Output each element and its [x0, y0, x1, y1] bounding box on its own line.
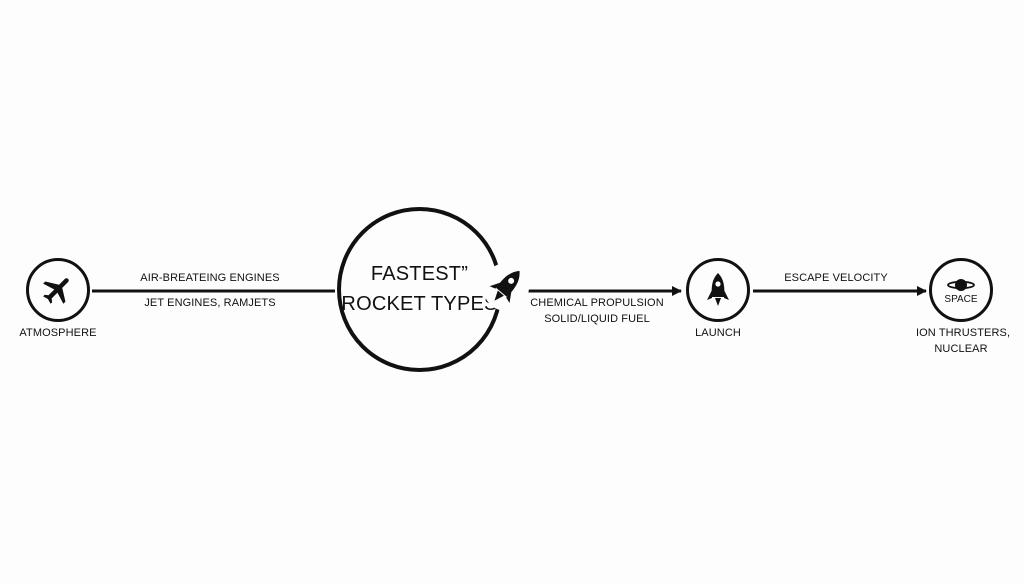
- space-label-line2: NUCLEAR: [934, 343, 988, 355]
- chemical-title: CHEMICAL PROPULSION: [530, 297, 664, 309]
- airplane-icon: [40, 272, 76, 308]
- planet-icon: [946, 276, 976, 294]
- rocket-icon: [703, 271, 733, 309]
- center-node: FASTEST” ROCKET TYPES: [337, 207, 502, 372]
- air-breathing-title: AIR-BREATEING ENGINES: [140, 272, 280, 284]
- escape-velocity-label: ESCAPE VELOCITY: [784, 272, 888, 284]
- atmosphere-label: ATMOSPHERE: [19, 327, 97, 339]
- space-inner-label: SPACE: [944, 293, 978, 305]
- center-title-line1: FASTEST”: [370, 263, 469, 285]
- center-title-line2: ROCKET TYPES: [341, 293, 498, 315]
- space-node: SPACE: [929, 258, 993, 322]
- air-breathing-subtitle: JET ENGINES, RAMJETS: [144, 297, 276, 309]
- launch-label: LAUNCH: [695, 327, 741, 339]
- chemical-subtitle: SOLID/LIQUID FUEL: [544, 313, 650, 325]
- atmosphere-node: [26, 258, 90, 322]
- rocket-icon: [483, 263, 529, 311]
- launch-node: [686, 258, 750, 322]
- space-label-line1: ION THRUSTERS,: [916, 327, 1011, 339]
